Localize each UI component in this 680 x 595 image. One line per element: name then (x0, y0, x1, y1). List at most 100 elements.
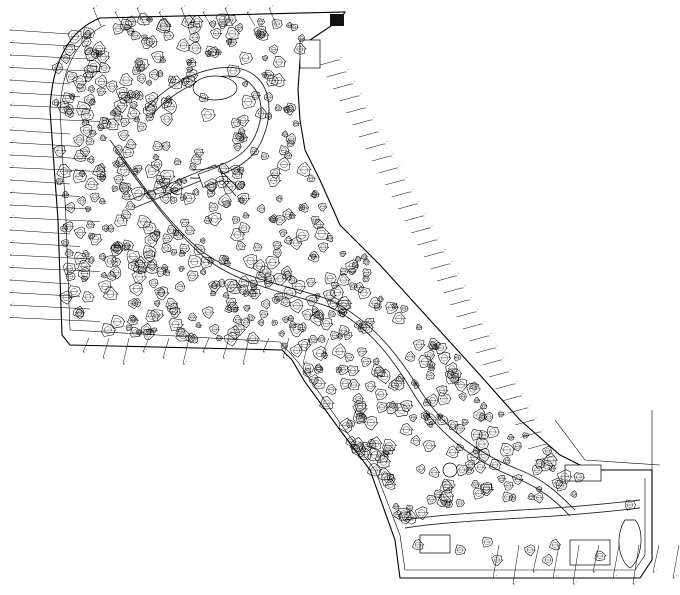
leader-line (449, 299, 470, 306)
tree-symbol (524, 544, 536, 557)
tree-symbol (96, 124, 105, 131)
tree-symbols (51, 12, 637, 567)
tree-symbol (148, 278, 159, 289)
tree-symbol (436, 385, 449, 397)
tree-symbol (59, 290, 73, 305)
plant-label: - (249, 7, 252, 12)
tree-symbol (269, 168, 282, 179)
tree-symbol (288, 321, 298, 329)
plant-label: - (265, 347, 268, 352)
leader-line (397, 203, 418, 210)
tree-symbol (156, 287, 166, 298)
tree-symbol (165, 298, 179, 309)
tree-symbol (259, 310, 269, 319)
tree-symbol (160, 97, 173, 109)
tree-symbol (437, 351, 452, 365)
tree-symbol (178, 266, 186, 272)
tree-symbol (225, 27, 241, 40)
tree-symbol (466, 382, 481, 396)
plant-label: - (12, 250, 15, 255)
tree-symbol (503, 456, 511, 465)
leader-line (282, 337, 290, 359)
tree-symbol (438, 392, 452, 406)
tree-symbol (382, 438, 398, 452)
tree-symbol (305, 278, 317, 288)
tree-symbol (310, 191, 317, 199)
tree-symbol (156, 267, 168, 277)
tree-symbol (68, 93, 76, 101)
tree-symbol (159, 57, 167, 64)
tree-symbol (317, 202, 328, 212)
tree-symbol (254, 29, 262, 38)
tree-symbol (338, 308, 349, 318)
tree-symbol (317, 334, 327, 343)
tree-symbol (261, 298, 271, 310)
tree-symbol (385, 402, 399, 414)
tree-symbol (86, 220, 96, 229)
tree-symbol (373, 303, 382, 311)
tree-symbol (412, 539, 425, 550)
tree-symbol (82, 291, 95, 303)
leader-line (136, 7, 146, 27)
leader-line (488, 371, 509, 378)
plant-label: - (12, 175, 15, 180)
leader-line (9, 129, 71, 135)
tree-symbol (78, 266, 91, 281)
plant-label: - (347, 67, 350, 72)
tree-symbol (123, 243, 132, 251)
leader-line (339, 95, 360, 102)
tree-symbol (385, 301, 399, 314)
tree-symbol (361, 441, 373, 452)
plant-label: - (125, 359, 128, 364)
plant-label: - (535, 567, 538, 572)
tree-symbol (557, 469, 572, 485)
leader-line (9, 267, 101, 272)
plant-label: - (405, 175, 408, 180)
tree-symbol (350, 436, 365, 453)
tree-symbol (297, 322, 307, 333)
tree-symbol (286, 139, 295, 148)
tree-symbol (313, 310, 321, 319)
plant-label: - (12, 188, 15, 193)
tree-symbol (151, 50, 165, 64)
tree-symbol (96, 87, 107, 96)
tree-symbol (354, 255, 362, 262)
tree-symbol (222, 291, 230, 299)
tree-symbol (151, 327, 158, 334)
tree-symbol (186, 270, 200, 282)
tree-symbol (273, 247, 282, 258)
tree-symbol (242, 290, 251, 297)
tree-symbol (349, 282, 358, 290)
tree-symbol (456, 498, 466, 508)
plant-label: - (185, 359, 188, 364)
plant-label: - (495, 573, 498, 578)
tree-symbol (570, 490, 578, 498)
tree-symbol (101, 224, 110, 233)
tree-symbol (232, 307, 240, 313)
tree-symbol (96, 163, 107, 172)
tree-symbol (573, 472, 586, 483)
plant-label: - (145, 347, 148, 352)
tree-symbol (265, 256, 281, 270)
plant-label: - (117, 7, 120, 12)
leader-line (9, 54, 91, 60)
leader-line (9, 279, 71, 285)
tree-symbol (84, 46, 94, 56)
leader-line (158, 11, 168, 27)
tree-symbol (134, 255, 147, 268)
tree-symbol (199, 268, 207, 276)
tree-symbol (100, 271, 108, 279)
tree-symbol (178, 250, 187, 257)
tree-symbol (266, 174, 282, 187)
leader-line (9, 117, 101, 122)
tree-symbol (422, 440, 437, 453)
tree-symbol (226, 64, 241, 78)
tree-symbol (367, 448, 383, 462)
tree-symbol (109, 244, 124, 257)
tree-symbol (291, 279, 307, 295)
tree-symbol (190, 14, 204, 28)
leader-line (102, 337, 110, 359)
tree-symbol (473, 397, 481, 404)
tree-symbol (232, 324, 247, 336)
tree-symbol (95, 74, 108, 89)
